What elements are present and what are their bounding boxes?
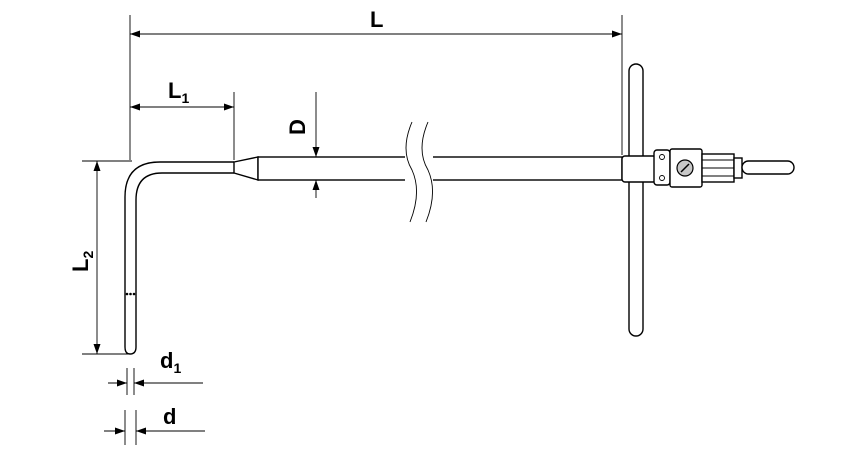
dimension-D: D (285, 92, 330, 198)
label-d1: d1 (160, 348, 181, 376)
label-L: L (370, 7, 383, 32)
label-D: D (285, 119, 310, 135)
t-handle-bar (628, 63, 644, 337)
dimension-d1: d1 (108, 348, 203, 395)
dimension-d: d (104, 404, 205, 445)
break-line-left (405, 121, 417, 223)
break-line-right (421, 121, 433, 223)
bent-tube (124, 161, 234, 355)
dimension-L1: L1 (130, 78, 235, 160)
coupling (621, 155, 657, 183)
cable (741, 160, 795, 175)
main-shaft (257, 156, 623, 181)
probe-body (124, 63, 795, 355)
taper-section (233, 156, 259, 181)
label-L2: L2 (68, 251, 96, 272)
label-L1: L1 (168, 78, 189, 106)
dimension-L: L (129, 7, 623, 160)
sensor-marking (125, 292, 136, 296)
collar (653, 149, 671, 186)
label-d: d (163, 404, 176, 429)
dimension-L2: L2 (68, 160, 132, 355)
